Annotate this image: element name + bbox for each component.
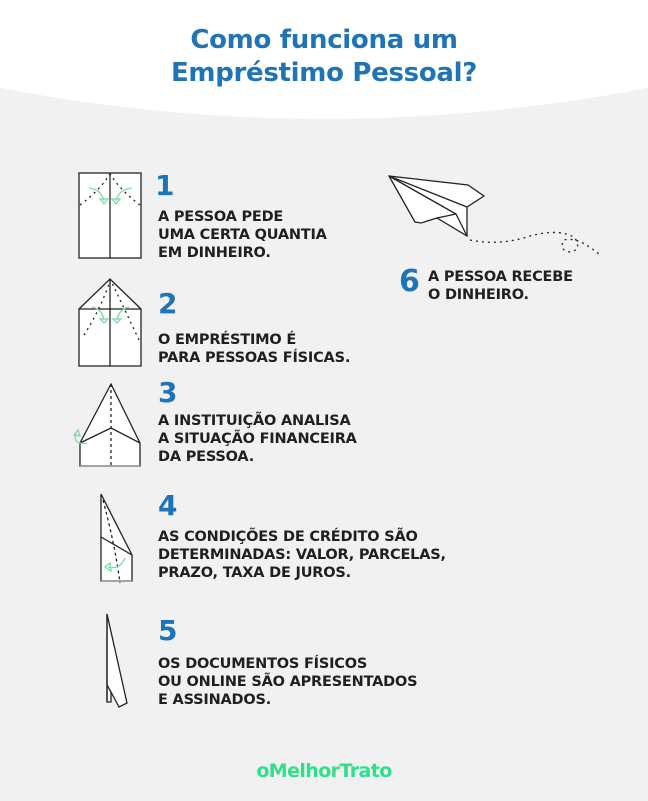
step-number-6: 6: [399, 264, 420, 299]
step-number-4: 4: [158, 489, 178, 522]
paper-fold-step-3-icon: [72, 382, 141, 468]
step-text-3: A INSTITUIÇÃO ANALISA A SITUAÇÃO FINANCE…: [158, 413, 357, 465]
step-text-4: AS CONDIÇÕES DE CRÉDITO SÃO DETERMINADAS…: [158, 529, 446, 581]
paper-fold-step-4-icon: [100, 493, 133, 584]
step-number-2: 2: [158, 287, 178, 320]
step-number-3: 3: [158, 376, 178, 409]
page-title: Como funciona um Empréstimo Pessoal?: [0, 24, 648, 90]
step-text-2: O EMPRÉSTIMO É PARA PESSOAS FÍSICAS.: [158, 332, 351, 366]
step-text-6: A PESSOA RECEBE O DINHEIRO.: [428, 269, 573, 303]
paper-plane-flying-icon: [387, 175, 601, 256]
header-background: [0, 0, 648, 119]
paper-fold-step-5-icon: [106, 613, 128, 708]
paper-fold-step-2-icon: [78, 278, 142, 367]
title-line-1: Como funciona um: [190, 25, 458, 55]
paper-fold-step-1-icon: [78, 172, 142, 259]
step-text-1: A PESSOA PEDE UMA CERTA QUANTIA EM DINHE…: [158, 209, 327, 261]
brand-logo: oMelhorTrato: [256, 760, 392, 782]
step-text-5: OS DOCUMENTOS FÍSICOS OU ONLINE SÃO APRE…: [158, 656, 418, 708]
step-number-5: 5: [158, 614, 178, 647]
step-number-1: 1: [155, 169, 175, 202]
title-line-2: Empréstimo Pessoal?: [170, 58, 478, 88]
